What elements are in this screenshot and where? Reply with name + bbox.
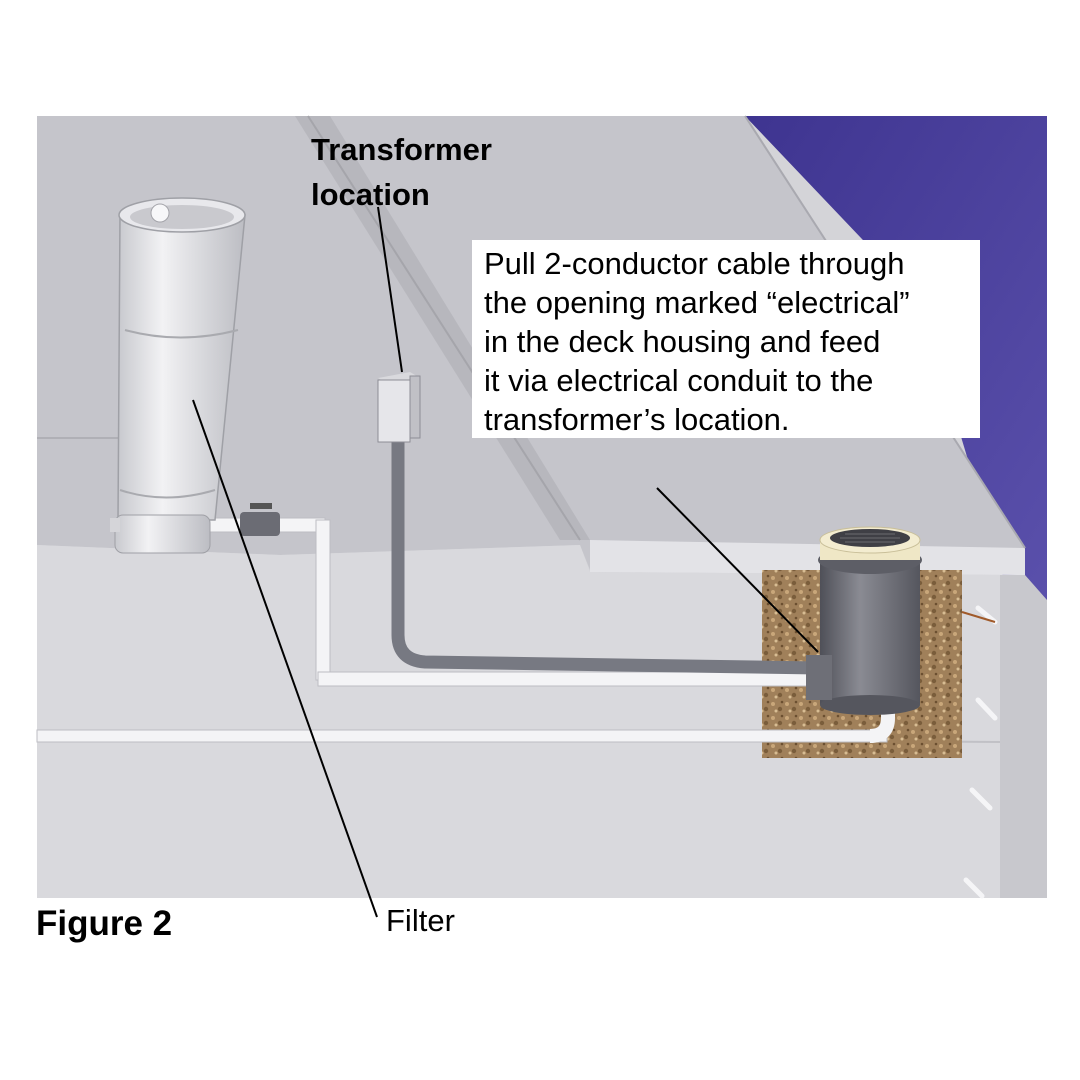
filter-label: Filter [386, 903, 455, 938]
pool-wall-end [1000, 575, 1047, 898]
figure-title: Figure 2 [36, 904, 173, 943]
pool-water [745, 116, 1047, 600]
pool-wall [37, 545, 1000, 898]
wall-braces [963, 605, 998, 899]
callout-text: Pull 2-conductor cable through the openi… [484, 246, 910, 437]
filter-leader-line [192, 399, 378, 918]
electrical-conduit [391, 440, 819, 675]
return-pipe [36, 729, 888, 743]
filter-plumbing [204, 503, 809, 687]
transformer-leader-line [377, 206, 403, 373]
callout-box: Pull 2-conductor cable through the openi… [472, 240, 980, 438]
transformer-location-label: Transformer location [311, 132, 492, 212]
callout-leader-line [656, 487, 819, 653]
transformer-box [377, 372, 421, 443]
skimmer [806, 526, 996, 715]
filter-canister [110, 197, 246, 554]
